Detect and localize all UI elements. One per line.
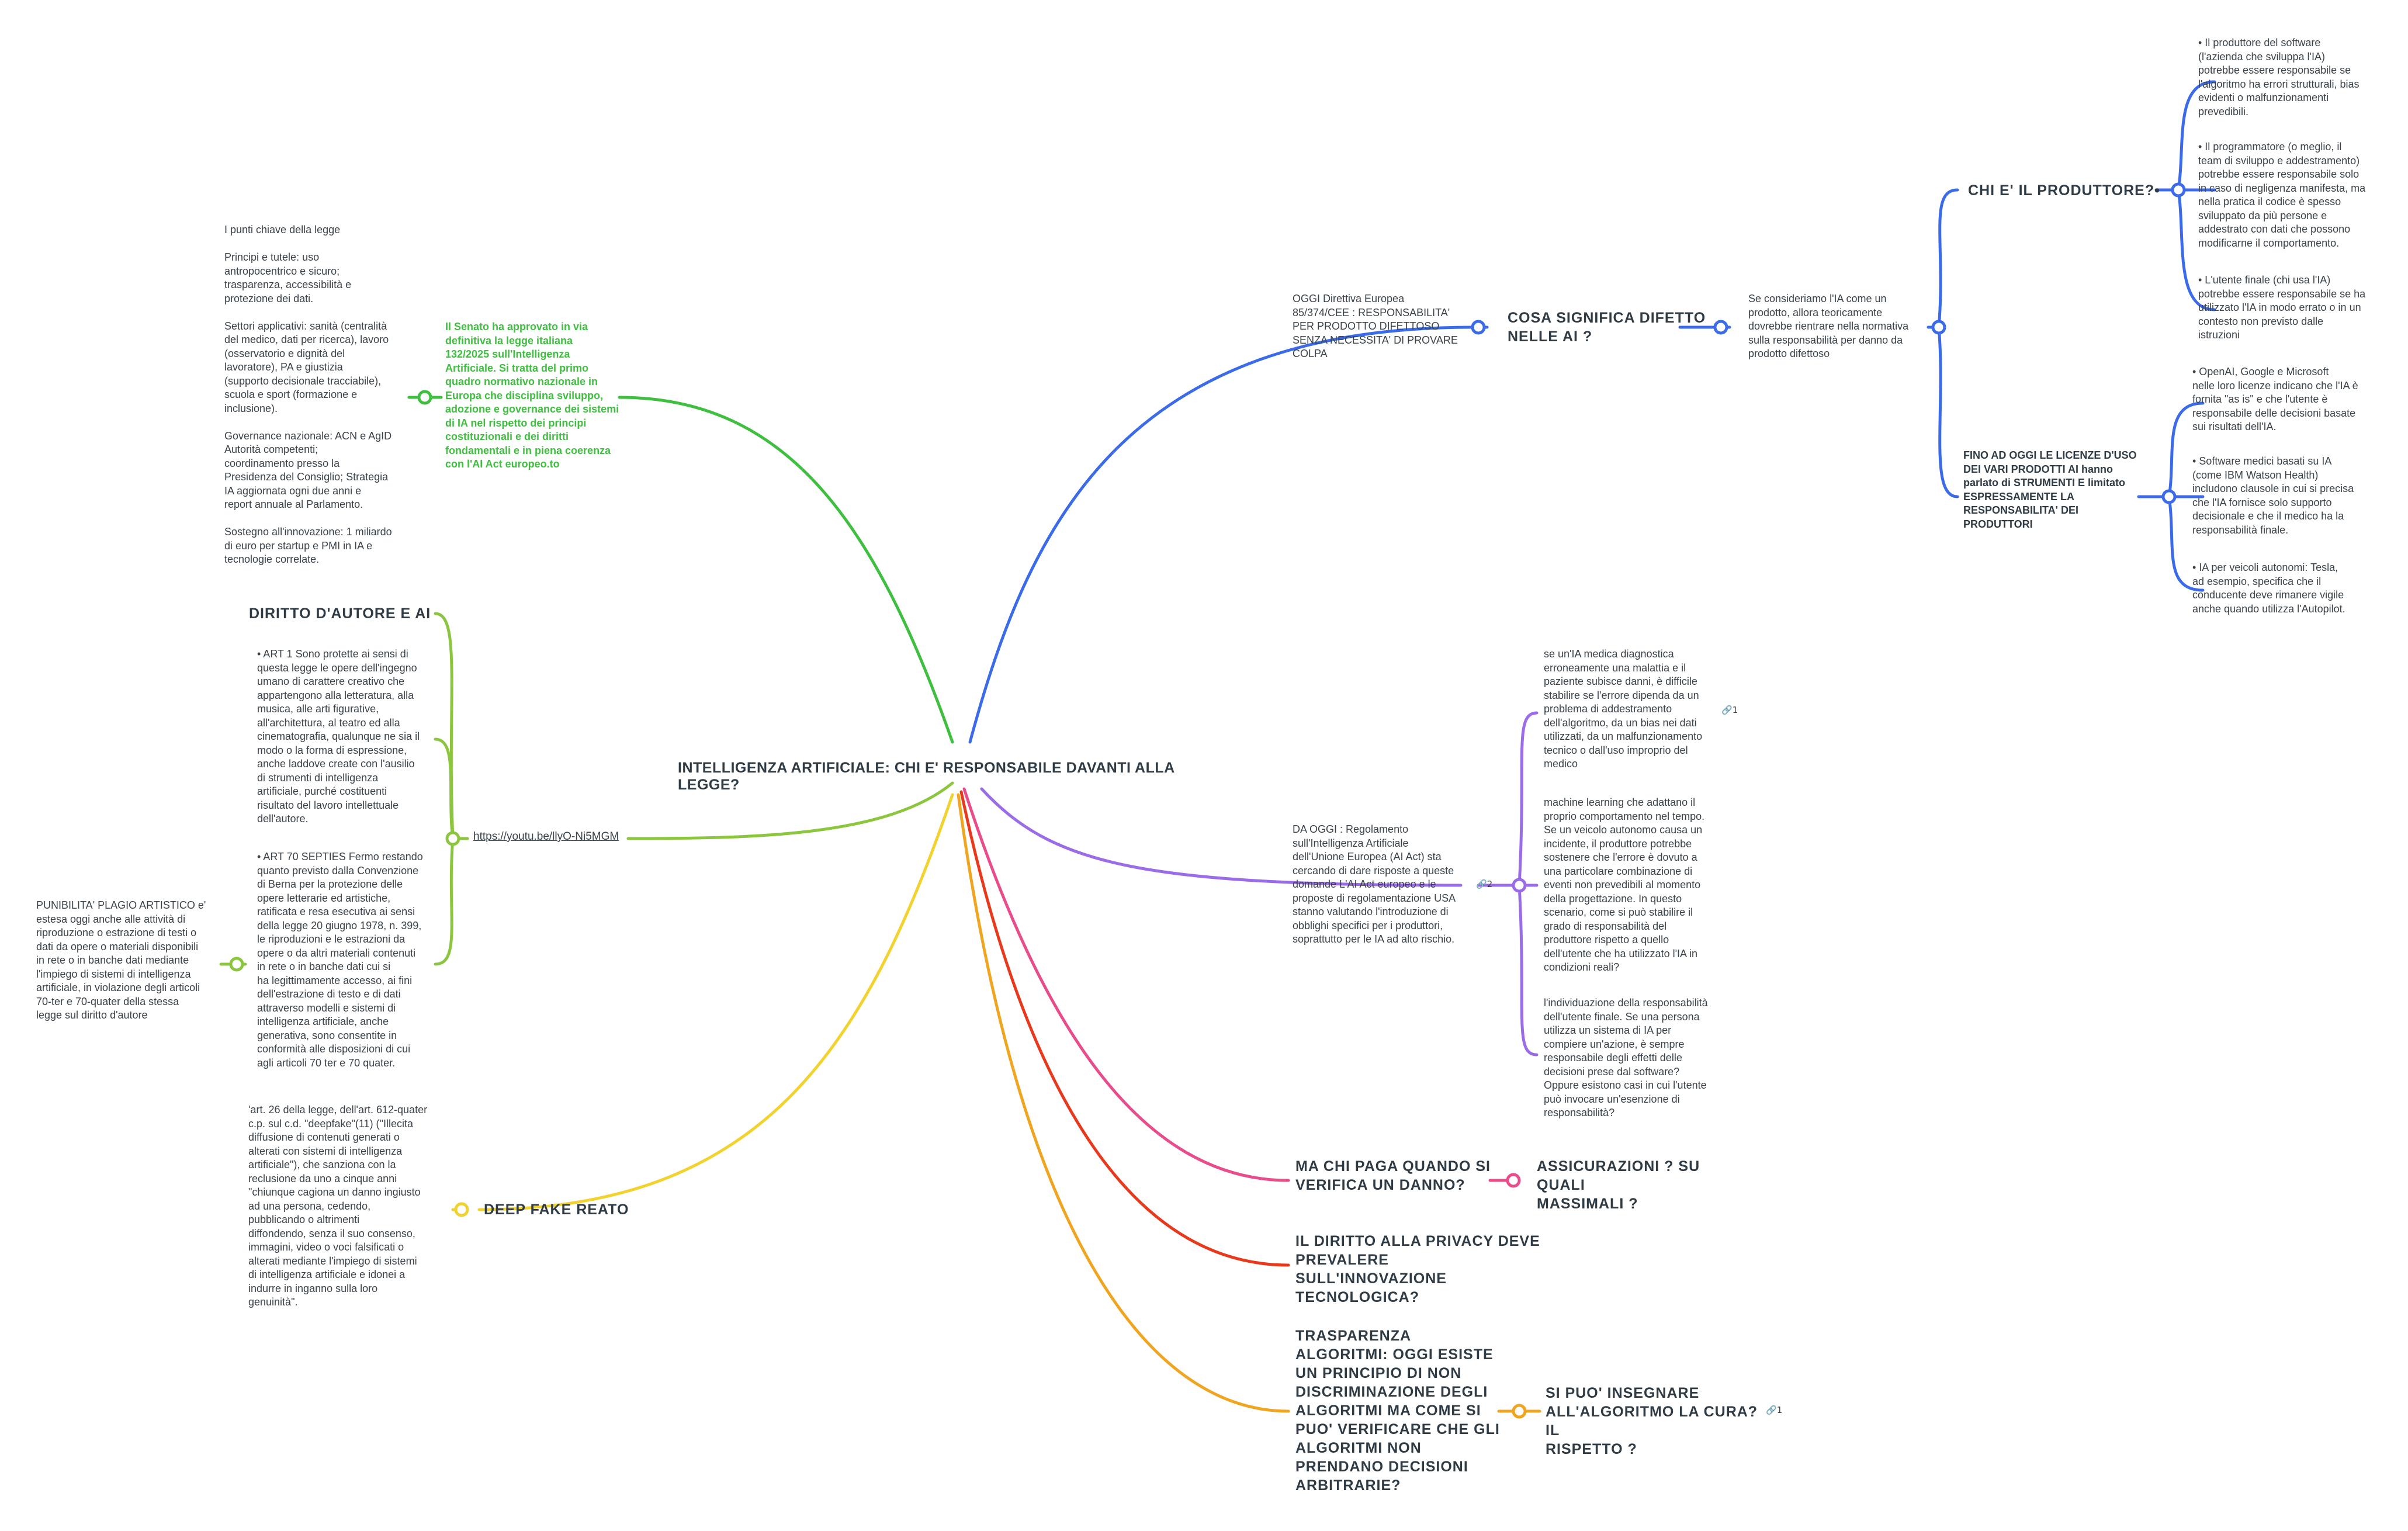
- link-icon: 🔗: [1766, 1405, 1777, 1415]
- blue-licenze-item-1[interactable]: • OpenAI, Google e Microsoft nelle loro …: [2192, 366, 2358, 432]
- dot-produttore: [2171, 182, 2186, 198]
- edge-central-pink: [962, 787, 1290, 1182]
- green-senato-node[interactable]: Il Senato ha approvato in via definitiva…: [445, 321, 619, 470]
- dot-fork: [1931, 320, 1946, 335]
- edge-produttore-item3: [2177, 188, 2216, 311]
- blue-licenze-node[interactable]: FINO AD OGGI LE LICENZE D'USO DEI VARI P…: [1963, 449, 2137, 530]
- edge-central-yellow: [477, 793, 954, 1211]
- purple-item-3[interactable]: l'individuazione della responsabilità de…: [1544, 997, 1708, 1118]
- edge-central-blue: [968, 325, 1474, 744]
- lime-youtube-link[interactable]: https://youtu.be/llyO-Ni5MGM: [473, 830, 619, 843]
- pink-chi-paga-node[interactable]: MA CHI PAGA QUANDO SI VERIFICA UN DANNO?: [1295, 1158, 1491, 1193]
- green-punti-node[interactable]: I punti chiave della legge Principi e tu…: [224, 224, 392, 565]
- central-topic[interactable]: INTELLIGENZA ARTIFICIALE: CHI E' RESPONS…: [678, 760, 1174, 793]
- blue-produttore-item-3[interactable]: • L'utente finale (chi usa l'IA) potrebb…: [2198, 274, 2366, 341]
- dot-punibilita: [229, 957, 244, 972]
- lime-punibilita-node[interactable]: PUNIBILITA' PLAGIO ARTISTICO e' estesa o…: [36, 899, 206, 1021]
- blue-oggi-node[interactable]: OGGI Direttiva Europea 85/374/CEE : RESP…: [1293, 293, 1458, 359]
- blue-difetto-node[interactable]: COSA SIGNIFICA DIFETTO NELLE AI ?: [1508, 310, 1706, 345]
- edge-fork-licenze: [1937, 325, 1959, 498]
- lime-diritto-node[interactable]: DIRITTO D'AUTORE E AI: [249, 605, 431, 622]
- purple-item-1[interactable]: se un'IA medica diagnostica erroneamente…: [1544, 648, 1703, 770]
- blue-produttore-item-1[interactable]: • Il produttore del software (l'azienda …: [2198, 37, 2360, 117]
- dot-yellow: [454, 1202, 469, 1217]
- edge-purple-item1: [1517, 711, 1539, 887]
- blue-licenze-item-3[interactable]: • IA per veicoli autonomi: Tesla, ad ese…: [2192, 562, 2345, 615]
- lime-art1-node[interactable]: • ART 1 Sono protette ai sensi di questa…: [257, 648, 420, 825]
- edge-central-lime: [626, 781, 954, 840]
- dot-pink: [1506, 1173, 1521, 1188]
- edge-central-green: [618, 396, 954, 744]
- edge-central-orange: [957, 793, 1290, 1413]
- edge-produttore-item1: [2177, 80, 2216, 192]
- edge-central-purple: [980, 787, 1463, 887]
- edge-lime-art1: [434, 737, 455, 840]
- purple-attachment-badge[interactable]: 🔗2: [1476, 879, 1493, 889]
- purple-item-2[interactable]: machine learning che adattano il proprio…: [1544, 796, 1705, 973]
- edge-purple-item3: [1517, 884, 1539, 1057]
- edge-licenze-item1: [2167, 401, 2205, 498]
- dot-lime: [445, 831, 460, 846]
- blue-produttore-node[interactable]: CHI E' IL PRODUTTORE?•: [1968, 182, 2160, 199]
- orange-trasparenza-node[interactable]: TRASPARENZA ALGORITMI: OGGI ESISTE UN PR…: [1295, 1328, 1500, 1494]
- red-privacy-node[interactable]: IL DIRITTO ALLA PRIVACY DEVE PREVALERE S…: [1295, 1233, 1540, 1305]
- dot-licenze: [2161, 489, 2177, 504]
- purple-da-oggi-node[interactable]: DA OGGI : Regolamento sull'Intelligenza …: [1293, 823, 1456, 945]
- blue-consideriamo-node[interactable]: Se consideriamo l'IA come un prodotto, a…: [1748, 293, 1909, 359]
- edge-fork-produttore: [1937, 188, 1959, 329]
- pink-assicurazioni-node[interactable]: ASSICURAZIONI ? SU QUALI MASSIMALI ?: [1537, 1158, 1700, 1212]
- link-icon: 🔗: [1476, 879, 1487, 889]
- yellow-deepfake-node[interactable]: DEEP FAKE REATO: [484, 1201, 629, 1218]
- edge-lime-art70: [434, 837, 455, 966]
- dot-difetto: [1471, 320, 1486, 335]
- orange-cura-node[interactable]: SI PUO' INSEGNARE ALL'ALGORITMO LA CURA?…: [1546, 1385, 1758, 1457]
- lime-art70-node[interactable]: • ART 70 SEPTIES Fermo restando quanto p…: [257, 851, 423, 1069]
- blue-produttore-item-2[interactable]: • Il programmatore (o meglio, il team di…: [2198, 141, 2366, 249]
- yellow-art26-node[interactable]: 'art. 26 della legge, dell'art. 612-quat…: [248, 1104, 428, 1308]
- dot-consideriamo: [1713, 320, 1728, 335]
- edge-central-red: [959, 790, 1290, 1267]
- purple-item-1-badge[interactable]: 🔗1: [1721, 705, 1738, 715]
- blue-licenze-item-2[interactable]: • Software medici basati su IA (come IBM…: [2192, 455, 2354, 536]
- edge-licenze-item3: [2167, 495, 2205, 592]
- dot-green: [417, 390, 432, 405]
- dot-purple: [1512, 878, 1527, 893]
- dot-orange: [1512, 1404, 1527, 1419]
- link-icon: 🔗: [1721, 705, 1733, 715]
- orange-attachment-badge[interactable]: 🔗1: [1766, 1405, 1783, 1415]
